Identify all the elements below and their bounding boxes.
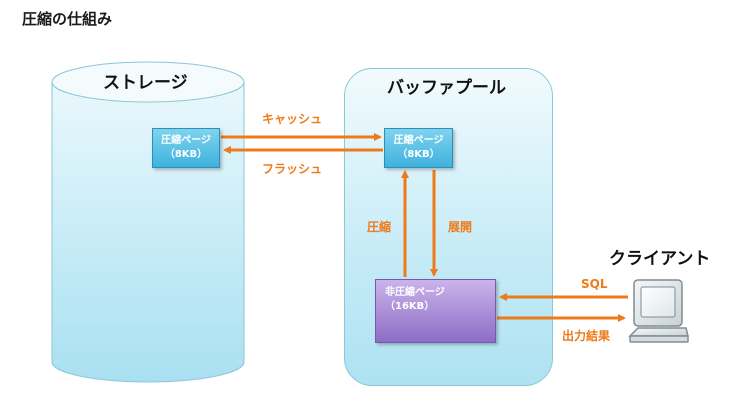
buffer-uncompressed-page: 非圧縮ページ （16KB） [375,279,496,343]
page-size-label: 非圧縮ページ [385,287,445,298]
page-size-label: 圧縮ページ [393,135,444,146]
result-label: 出力結果 [562,329,611,343]
page-size-value: （16KB） [385,301,435,312]
sql-label: SQL [581,277,608,291]
cache-label: キャッシュ [262,112,323,126]
page-title: 圧縮の仕組み [22,10,113,28]
storage-compressed-page: 圧縮ページ （8KB） [152,128,220,168]
client-label: クライアント [609,249,711,269]
expand-label: 展開 [448,220,473,234]
page-size-label: 圧縮ページ [161,135,211,146]
compress-label: 圧縮 [367,220,392,234]
buffer-pool-label: バッファプール [387,78,506,98]
buffer-compressed-page: 圧縮ページ （8KB） [384,128,453,168]
page-size-value: （8KB） [164,149,208,160]
computer-monitor-icon [628,279,689,343]
page-size-value: （8KB） [397,149,440,160]
storage-label: ストレージ [103,73,188,93]
flush-label: フラッシュ [262,162,323,176]
